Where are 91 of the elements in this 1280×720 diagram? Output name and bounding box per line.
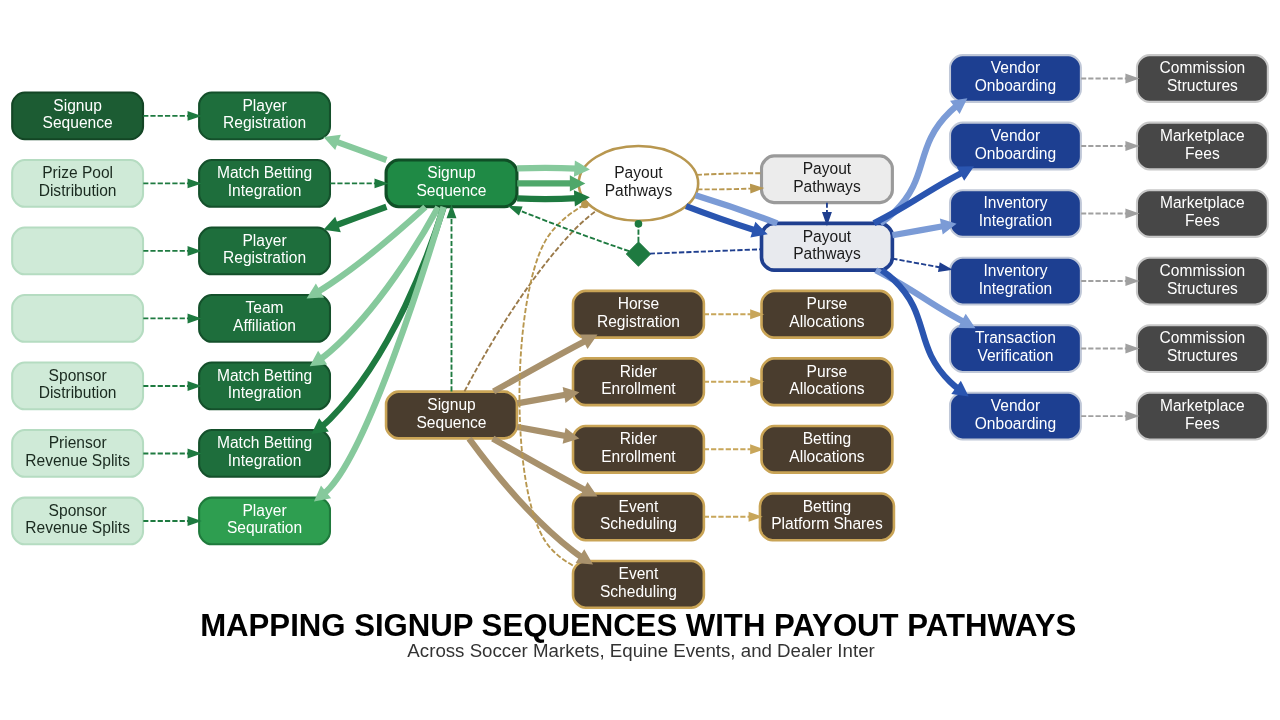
node-ellipse: Payout Pathways [577, 144, 700, 222]
arrow [879, 267, 969, 396]
arrow [822, 201, 832, 226]
node-box: Signup Sequence [11, 91, 145, 140]
arrow [1080, 275, 1140, 286]
node-box: Payout Pathways [759, 221, 895, 272]
connector [694, 191, 779, 226]
node-box [11, 293, 145, 343]
arrow [313, 205, 447, 502]
node-box: Vendor Onboarding [949, 53, 1082, 103]
node-box: Priensor Revenue Splits [11, 428, 145, 478]
node-box: Signup Sequence [384, 389, 519, 440]
arrow [696, 183, 765, 194]
node-box: Transaction Verification [949, 323, 1082, 373]
arrow [1080, 208, 1140, 218]
arrow [323, 134, 388, 163]
arrow [702, 308, 765, 319]
node-box: Payout Pathways [759, 153, 894, 204]
node-box: Purse Allocations [760, 356, 894, 406]
arrow [874, 267, 976, 328]
arrow [446, 203, 457, 392]
node-box: Horse Registration [571, 289, 706, 339]
arrow [142, 515, 202, 526]
arrow [1080, 73, 1140, 83]
arrow [516, 386, 580, 406]
node-box: Team Affiliation [198, 293, 332, 343]
node-box: Match Betting Integration [198, 428, 332, 478]
node-box: Player Registration [198, 91, 332, 140]
node-box: Rider Enrollment [571, 356, 706, 406]
arrow [516, 423, 580, 444]
arrow [311, 205, 447, 434]
node-box: Inventory Integration [949, 188, 1082, 238]
node-box: Player Registration [198, 226, 332, 275]
node-box: Player Sequration [198, 496, 332, 545]
node-box: Betting Allocations [760, 424, 894, 474]
arrow [878, 97, 968, 226]
node-box: Commission Structures [1135, 53, 1269, 103]
arrow [1080, 343, 1140, 353]
arrow [517, 189, 590, 206]
node-box: Prize Pool Distribution [11, 158, 145, 208]
node-box: Sponsor Revenue Splits [11, 496, 145, 545]
arrow [142, 177, 202, 188]
node-box: Match Betting Integration [198, 158, 332, 208]
connector [463, 209, 598, 392]
arrow [517, 174, 586, 192]
arrow [142, 313, 202, 323]
node-box: Marketplace Fees [1135, 391, 1269, 440]
node-box: Marketplace Fees [1135, 121, 1269, 170]
arrow [142, 110, 202, 121]
node-box: Marketplace Fees [1135, 188, 1269, 238]
connector [649, 247, 763, 255]
arrow [492, 334, 598, 394]
arrow [491, 435, 598, 497]
node-box: Rider Enrollment [571, 424, 706, 474]
arrow [507, 205, 630, 252]
arrow [891, 257, 953, 272]
connector [634, 219, 643, 243]
arrow [323, 203, 388, 232]
node-box: Sponsor Distribution [11, 361, 145, 410]
arrow [142, 448, 202, 458]
arrow [702, 511, 763, 522]
node-box: Event Scheduling [571, 491, 706, 541]
node-box: Event Scheduling [571, 559, 706, 609]
node-diamond [625, 240, 652, 267]
arrow [1080, 140, 1140, 151]
node-box: Inventory Integration [949, 256, 1082, 305]
arrow [309, 204, 441, 366]
arrow [702, 376, 765, 387]
arrow [1080, 410, 1140, 421]
diagram-title: MAPPING SIGNUP SEQUENCES WITH PAYOUT PATHWAYS [200, 607, 1077, 643]
arrow [142, 245, 202, 256]
connector [518, 200, 589, 566]
arrow [872, 165, 975, 226]
connector [696, 171, 763, 176]
node-box: Vendor Onboarding [949, 391, 1082, 440]
node-box: Commission Structures [1135, 256, 1269, 305]
arrow [306, 204, 428, 298]
arrow [142, 380, 202, 391]
node-box [11, 226, 145, 275]
node-box: Vendor Onboarding [949, 121, 1082, 170]
node-box: Betting Platform Shares [758, 491, 896, 541]
node-box: Purse Allocations [760, 289, 894, 339]
arrow [891, 218, 957, 238]
arrow [702, 443, 765, 454]
node-box: Match Betting Integration [198, 361, 332, 410]
arrow [466, 436, 594, 564]
node-box: Commission Structures [1135, 323, 1269, 373]
arrow [684, 202, 768, 237]
arrow [329, 177, 389, 188]
node-box: Signup Sequence [384, 158, 519, 208]
arrow [517, 159, 590, 177]
